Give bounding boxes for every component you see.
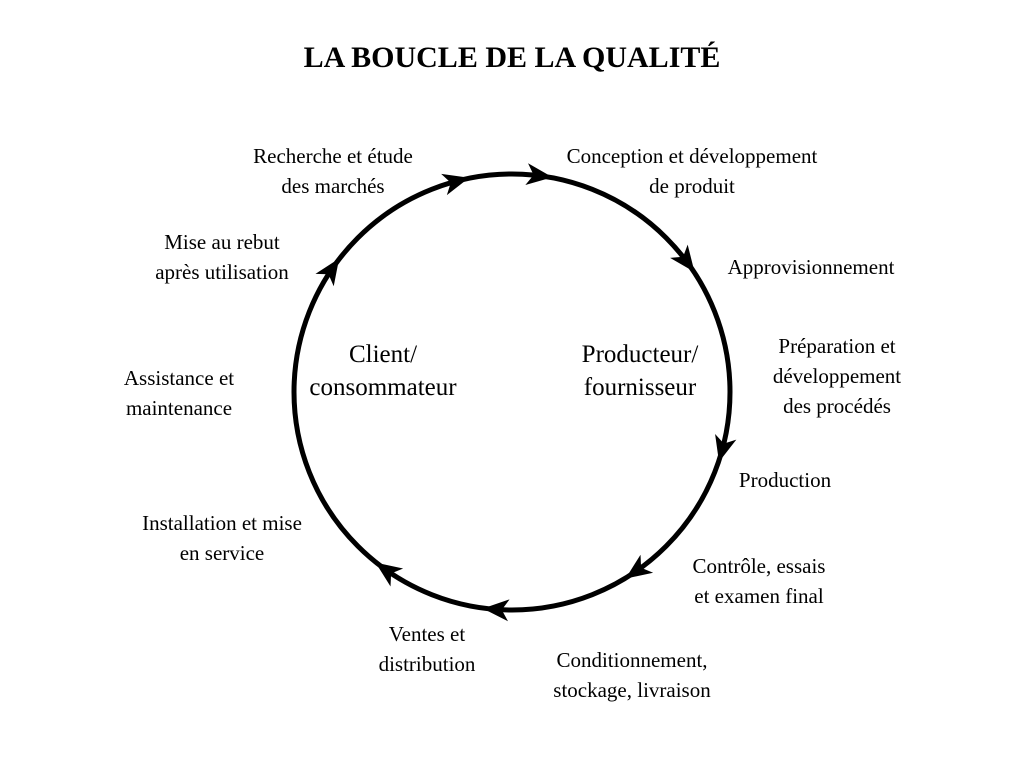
center-label-producer-line: fournisseur: [583, 374, 697, 401]
stage-after-sales-support: Assistance et maintenance: [104, 363, 254, 423]
stage-procurement: Approvisionnement: [700, 252, 922, 282]
stage-line: distribution: [378, 652, 476, 676]
loop-arrowhead: [625, 554, 654, 579]
loop-arrowhead: [375, 562, 404, 587]
stage-line: Installation et mise: [142, 511, 302, 535]
loop-arrowhead: [441, 173, 470, 196]
stage-line: Préparation et: [778, 334, 896, 358]
stage-production: Production: [720, 465, 850, 495]
stage-market-research: Recherche et étude des marchés: [213, 141, 453, 201]
stage-line: de produit: [649, 174, 735, 198]
stage-line: en service: [179, 541, 265, 565]
center-label-client: Client/ consommateur: [298, 338, 468, 404]
stage-product-design: Conception et développement de produit: [532, 141, 852, 201]
stage-process-planning: Préparation et développement des procédé…: [752, 331, 922, 421]
loop-arrowhead: [715, 433, 737, 462]
loop-arrows: [315, 163, 737, 622]
stage-packaging-storage: Conditionnement, stockage, livraison: [527, 645, 737, 705]
stage-line: développement: [772, 364, 902, 388]
diagram-title: LA BOUCLE DE LA QUALITÉ: [303, 41, 721, 74]
center-label-producer: Producteur/ fournisseur: [560, 338, 720, 404]
loop-arrowhead: [525, 163, 553, 186]
stage-line: stockage, livraison: [553, 678, 711, 702]
stage-disposal: Mise au rebut après utilisation: [128, 227, 316, 287]
center-label-client-line: consommateur: [309, 374, 457, 401]
stage-installation: Installation et mise en service: [113, 508, 331, 568]
stage-line: des marchés: [281, 174, 385, 198]
center-label-producer-line: Producteur/: [581, 341, 699, 368]
stage-sales-distribution: Ventes et distribution: [357, 619, 497, 679]
stage-line: Contrôle, essais: [692, 554, 826, 578]
stage-line: Ventes et: [388, 622, 466, 646]
stage-line: Assistance et: [123, 366, 235, 390]
stage-line: maintenance: [125, 396, 233, 420]
stage-line: Mise au rebut: [164, 230, 280, 254]
stage-line: Conception et développement: [566, 144, 818, 168]
stage-line: et examen final: [694, 584, 824, 608]
stage-line: Recherche et étude: [253, 144, 413, 168]
stage-line: après utilisation: [155, 260, 289, 284]
stage-line: Approvisionnement: [727, 255, 895, 279]
loop-arrowhead: [482, 599, 510, 622]
stage-line: Conditionnement,: [556, 648, 708, 672]
loop-arrowhead: [315, 258, 340, 287]
center-label-client-line: Client/: [348, 341, 418, 368]
stage-line: Production: [738, 468, 832, 492]
loop-arrowhead: [670, 244, 695, 272]
loop-ring: [291, 171, 733, 613]
stage-line: des procédés: [783, 394, 891, 418]
stage-inspection-testing: Contrôle, essais et examen final: [670, 551, 848, 611]
